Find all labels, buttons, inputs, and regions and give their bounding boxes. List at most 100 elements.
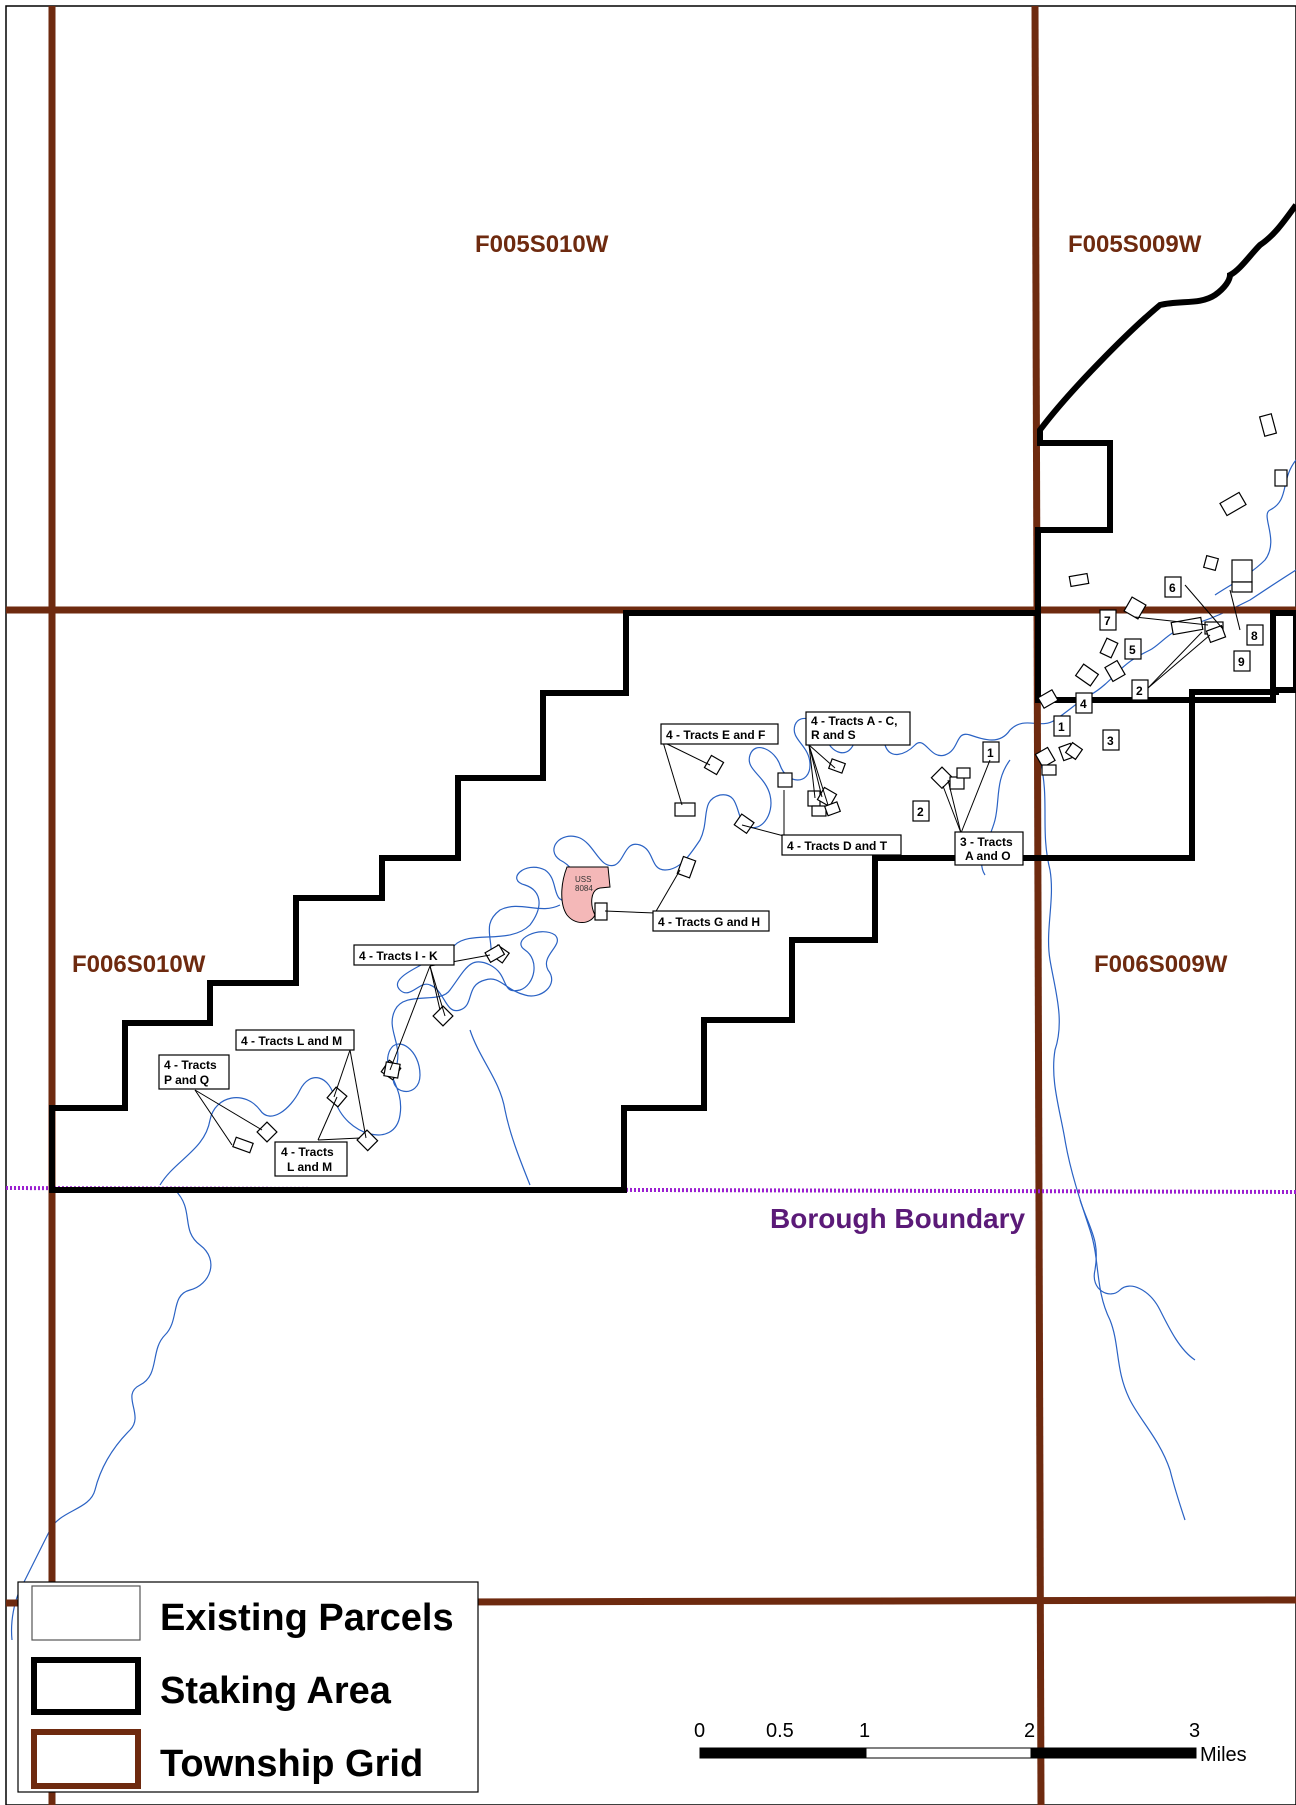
parcel [949,776,965,790]
svg-text:4 - Tracts I - K: 4 - Tracts I - K [359,949,438,963]
svg-text:7: 7 [1104,614,1111,628]
scale-segment-2 [1030,1747,1197,1759]
svg-text:R and S: R and S [811,728,856,742]
township-label-f006s010w: F006S010W [72,951,206,978]
legend: Existing Parcels Staking Area Township G… [17,1581,479,1793]
uss-8084-label-2: 8084 [575,884,593,893]
parcel-tag: 2 [912,800,930,822]
parcel [1274,469,1288,487]
parcel [703,754,725,776]
svg-text:3: 3 [1107,734,1114,748]
callout-tracts-i-k: 4 - Tracts I - K [353,944,455,966]
legend-swatch-existing-parcels [31,1585,141,1641]
legend-swatch-staking-area [31,1657,141,1715]
svg-text:3 - Tracts: 3 - Tracts [960,835,1013,849]
parcel-number-tags: 1 2 1 2 3 4 5 6 [912,576,1264,822]
uss-8084-parcel: USS 8084 [561,866,611,923]
callout-tracts-a-o: 3 - Tracts A and O [954,831,1024,866]
svg-text:4 - Tracts E and F: 4 - Tracts E and F [666,728,765,742]
existing-parcels [232,413,1288,1154]
parcel-tag: 2 [1131,679,1149,701]
svg-text:4 - Tracts D and T: 4 - Tracts D and T [787,839,888,853]
parcel [823,801,842,817]
tributary-5 [1079,1199,1196,1361]
parcel [733,813,755,835]
svg-text:4 - Tracts A - C,: 4 - Tracts A - C, [811,714,897,728]
parcel [232,1136,254,1154]
svg-text:4 - Tracts G and H: 4 - Tracts G and H [658,915,760,929]
parcel-tag: 1 [982,741,1000,763]
callout-tracts-d-t: 4 - Tracts D and T [781,834,902,856]
svg-text:5: 5 [1129,643,1136,657]
parcel [1064,741,1084,761]
callout-tracts-p-q: 4 - Tracts P and Q [158,1054,230,1090]
callout-tracts-g-h: 4 - Tracts G and H [652,910,770,932]
parcel [484,943,506,964]
township-label-f006s009w: F006S009W [1094,951,1228,978]
parcel-tag: 5 [1124,638,1142,660]
parcel [1068,572,1090,588]
svg-text:L and M: L and M [287,1160,332,1174]
scale-unit-label: Miles [1200,1744,1247,1766]
lower-river [10,1189,212,1641]
scale-tick-1: 1 [859,1720,870,1742]
staking-area [49,203,1296,1193]
scale-bar: 0 0.5 1 2 3 Miles [694,1720,1247,1766]
parcel-tag: 3 [1102,729,1120,751]
parcel [1219,491,1247,517]
tributary-2 [469,1029,531,1186]
legend-label-existing-parcels: Existing Parcels [160,1597,454,1639]
parcel-tag: 1 [1053,715,1071,737]
map-frame [5,5,1296,1805]
parcel [1231,581,1253,593]
scale-segment-0 [699,1747,867,1759]
leader-lines [194,584,1241,1146]
scale-tick-0: 0 [694,1720,705,1742]
parcel [1104,659,1126,683]
svg-text:1: 1 [987,746,994,760]
uss-8084-shape [561,866,611,923]
scale-tick-3: 3 [1189,1720,1200,1742]
parcel-tag: 8 [1246,624,1264,646]
callout-tracts-e-f: 4 - Tracts E and F [660,723,779,745]
parcel [1202,554,1220,572]
borough-boundary-line [5,1186,1296,1194]
scale-segment-1 [865,1747,1032,1759]
parcel [356,1129,379,1152]
parcel-tag: 9 [1233,650,1251,672]
parcel [1123,596,1147,620]
legend-label-township-grid: Township Grid [160,1743,423,1785]
svg-text:P and Q: P and Q [164,1073,209,1087]
callout-tracts-a-c: 4 - Tracts A - C, R and S [805,711,911,746]
tributary-1 [488,904,561,961]
parcel-tag: 6 [1164,576,1182,598]
parcel [777,772,793,788]
svg-text:4: 4 [1080,697,1087,711]
scale-tick-2: 2 [1024,1720,1035,1742]
parcel [432,1005,454,1027]
parcel [1041,764,1057,776]
legend-swatch-township-grid [31,1729,141,1789]
staking-area-main [49,610,1296,1193]
grid-line-v-mid [1031,5,1045,1805]
parcel [1074,663,1100,687]
parcel [1258,413,1278,437]
svg-text:2: 2 [917,805,924,819]
parcel [930,766,954,790]
parcel [256,1121,278,1143]
parcel [674,802,696,817]
parcel [1099,637,1119,659]
callout-tracts-l-m-upper: 4 - Tracts L and M [235,1029,355,1051]
callout-tracts-l-m-lower: 4 - Tracts L and M [274,1141,348,1177]
tributary-4 [1039,759,1186,1521]
svg-text:1: 1 [1058,720,1065,734]
parcel [1037,688,1059,710]
scale-tick-0-5: 0.5 [766,1720,794,1742]
svg-text:A and O: A and O [965,849,1011,863]
parcel-tag: 4 [1075,692,1093,714]
parcel [811,805,827,817]
svg-text:4 - Tracts: 4 - Tracts [164,1058,217,1072]
svg-text:8: 8 [1251,629,1258,643]
township-label-f005s009w: F005S009W [1068,231,1202,258]
